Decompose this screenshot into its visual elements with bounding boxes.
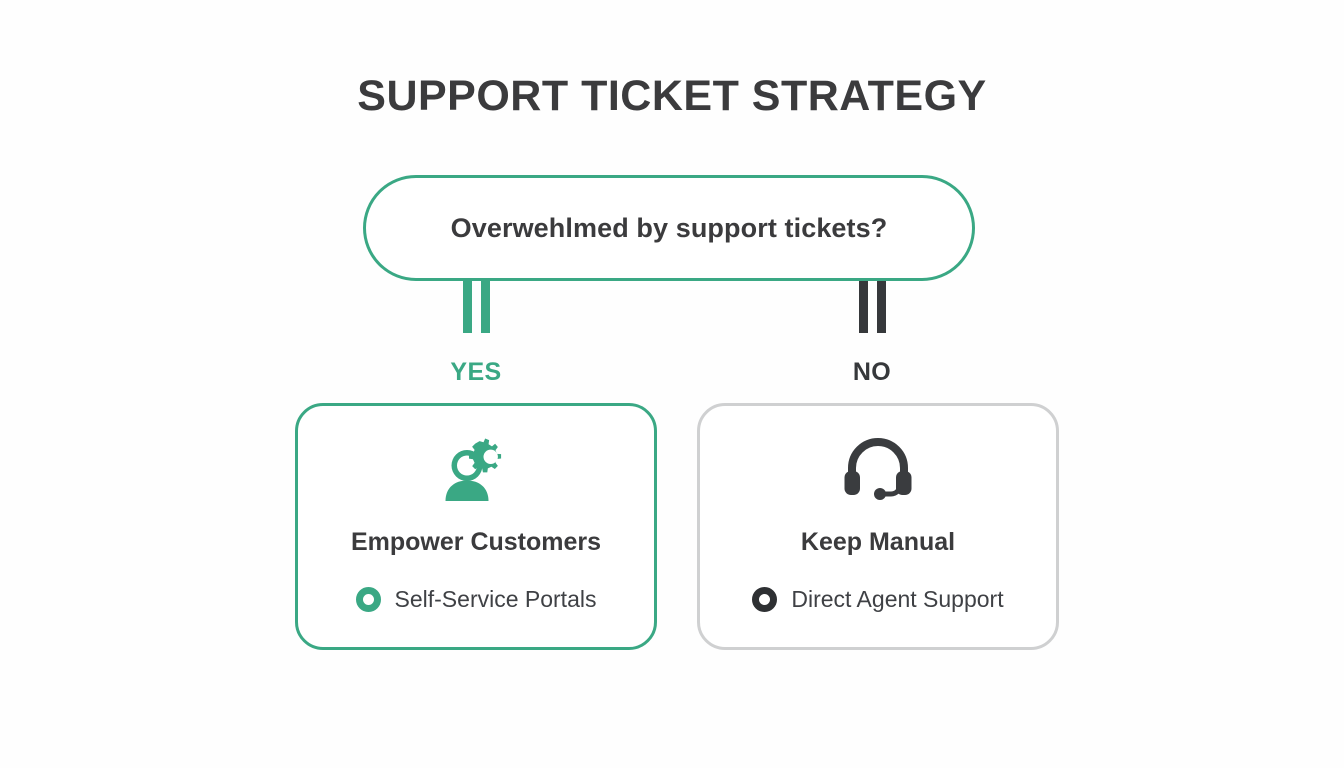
decision-question-text: Overwehlmed by support tickets? [450, 212, 888, 243]
outcome-heading-no: Keep Manual [800, 528, 956, 556]
decision-node[interactable]: Overwehlmed by support tickets? [363, 175, 975, 281]
headset-icon [700, 430, 1056, 508]
outcome-bullet-row-no: Direct Agent Support [700, 586, 1056, 613]
outcome-card-no[interactable]: Keep Manual Direct Agent Support [697, 403, 1059, 650]
outcome-bullet-text-yes: Self-Service Portals [394, 586, 597, 612]
ring-bullet-icon [355, 587, 381, 612]
connector-no [859, 281, 886, 333]
outcome-bullet-text-no: Direct Agent Support [791, 586, 1004, 612]
branch-label-no: NO [852, 358, 892, 386]
connector-bar-left [463, 281, 472, 333]
connector-bar-left [859, 281, 868, 333]
ring-bullet-icon [752, 587, 778, 612]
outcome-heading-yes: Empower Customers [350, 528, 602, 556]
connector-bar-right [481, 281, 490, 333]
connector-yes [463, 281, 490, 333]
outcome-bullet-row-yes: Self-Service Portals [298, 586, 654, 613]
branch-label-yes: YES [450, 358, 502, 386]
connector-bar-right [877, 281, 886, 333]
user-gear-icon [298, 430, 654, 508]
page-title: SUPPORT TICKET STRATEGY [357, 72, 987, 120]
outcome-card-yes[interactable]: Empower Customers Self-Service Portals [295, 403, 657, 650]
